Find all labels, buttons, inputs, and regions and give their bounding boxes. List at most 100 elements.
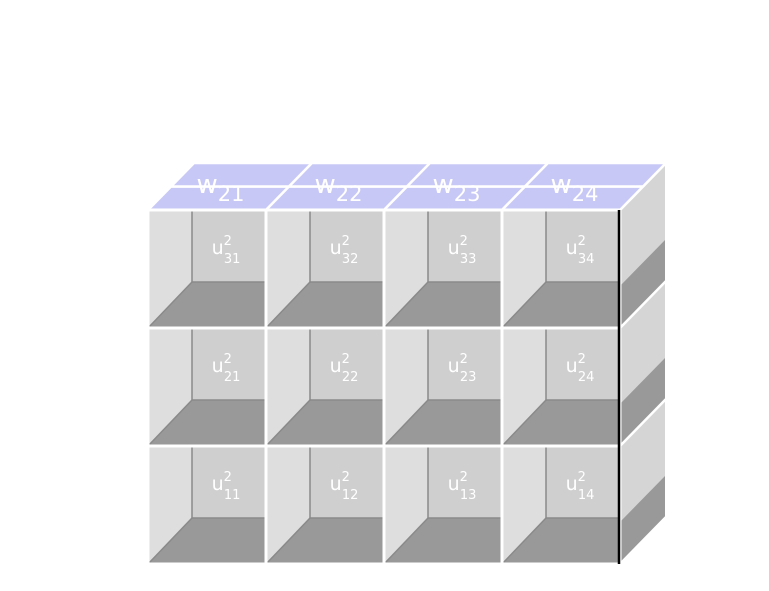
side-floor <box>620 239 666 328</box>
label-base: w <box>220 123 241 153</box>
label-base: u <box>448 355 460 377</box>
cell-floor <box>384 400 502 446</box>
label-superscript: 2 <box>578 352 586 367</box>
label-subscript: 32 <box>342 252 359 267</box>
cell-floor <box>384 518 502 564</box>
label-base: u <box>212 355 224 377</box>
label-subscript: 14 <box>595 135 622 159</box>
grid-cell <box>501 328 620 447</box>
label-subscript: 23 <box>460 370 477 385</box>
label-base: w <box>574 123 595 153</box>
grid-cell <box>265 446 384 565</box>
side-grid-line <box>619 280 667 329</box>
label-subscript: 23 <box>454 182 481 206</box>
label-subscript: 22 <box>336 182 363 206</box>
cell-back-wall <box>192 210 266 282</box>
label-superscript: 2 <box>578 470 586 485</box>
cell-label: w11 <box>220 123 268 159</box>
side-floor <box>620 357 666 446</box>
cell-back-wall <box>310 210 384 282</box>
label-superscript: 2 <box>342 352 350 367</box>
cell-back-wall <box>192 446 266 518</box>
label-superscript: 2 <box>342 234 350 249</box>
cell-floor <box>266 518 384 564</box>
top-cell <box>522 161 669 188</box>
label-superscript: 2 <box>460 352 468 367</box>
label-base: u <box>212 237 224 259</box>
cell-back-wall <box>428 210 502 282</box>
label-base: u <box>330 355 342 377</box>
label-base: u <box>330 237 342 259</box>
label-base: w <box>338 123 359 153</box>
cell-label: w22 <box>315 170 363 206</box>
label-subscript: 31 <box>224 252 241 267</box>
cell-label: u2 23 <box>448 352 477 385</box>
cell-diagonal-edge <box>265 399 311 447</box>
label-base: u <box>212 473 224 495</box>
label-base: w <box>197 170 218 200</box>
cell-label: u2 13 <box>448 470 477 503</box>
label-superscript: 2 <box>224 470 232 485</box>
label-subscript: 11 <box>241 135 268 159</box>
label-subscript: 13 <box>460 488 477 503</box>
label-superscript: 2 <box>578 234 586 249</box>
cell-diagonal-edge <box>147 281 193 329</box>
side-grid-line <box>619 398 667 447</box>
cell-diagonal-edge <box>265 517 311 565</box>
label-base: u <box>448 473 460 495</box>
grid-cell <box>265 328 384 447</box>
grid-cell <box>147 328 266 447</box>
label-subscript: 14 <box>578 488 595 503</box>
cell-back-wall <box>546 210 620 282</box>
cell-diagonal-edge <box>147 517 193 565</box>
label-subscript: 34 <box>578 252 595 267</box>
side-floor <box>620 475 666 564</box>
cell-floor <box>266 282 384 328</box>
cell-diagonal-edge <box>265 281 311 329</box>
cell-label: u2 32 <box>330 234 359 267</box>
cell-back-wall <box>428 328 502 400</box>
grid-cell <box>501 446 620 565</box>
grid-cell <box>383 210 502 329</box>
grid-cell <box>383 446 502 565</box>
label-subscript: 21 <box>224 370 241 385</box>
label-subscript: 12 <box>342 488 359 503</box>
label-subscript: 24 <box>572 182 599 206</box>
cell-floor <box>384 282 502 328</box>
label-base: w <box>551 170 572 200</box>
cell-label: w23 <box>433 170 481 206</box>
label-subscript: 24 <box>578 370 595 385</box>
label-superscript: 2 <box>460 470 468 485</box>
cell-label: w14 <box>574 123 622 159</box>
cell-diagonal-edge <box>501 399 547 447</box>
cell-floor <box>148 518 266 564</box>
label-subscript: 12 <box>359 135 386 159</box>
cell-diagonal-edge <box>383 517 429 565</box>
cell-back-wall <box>192 328 266 400</box>
cell-floor <box>148 400 266 446</box>
grid-cell <box>147 446 266 565</box>
cell-diagonal-edge <box>501 281 547 329</box>
label-base: w <box>433 170 454 200</box>
label-subscript: 22 <box>342 370 359 385</box>
cell-back-wall <box>310 328 384 400</box>
label-subscript: 13 <box>477 135 504 159</box>
cell-floor <box>266 400 384 446</box>
cell-back-wall <box>428 446 502 518</box>
cell-back-wall <box>546 328 620 400</box>
grid-cell <box>501 210 620 329</box>
cell-label: w13 <box>456 123 504 159</box>
right-side-face <box>619 162 667 565</box>
cell-floor <box>502 518 620 564</box>
cell-back-wall <box>310 446 384 518</box>
cell-label: w21 <box>197 170 245 206</box>
side-grid-line <box>619 516 667 565</box>
cell-diagonal-edge <box>383 399 429 447</box>
cell-floor <box>502 282 620 328</box>
